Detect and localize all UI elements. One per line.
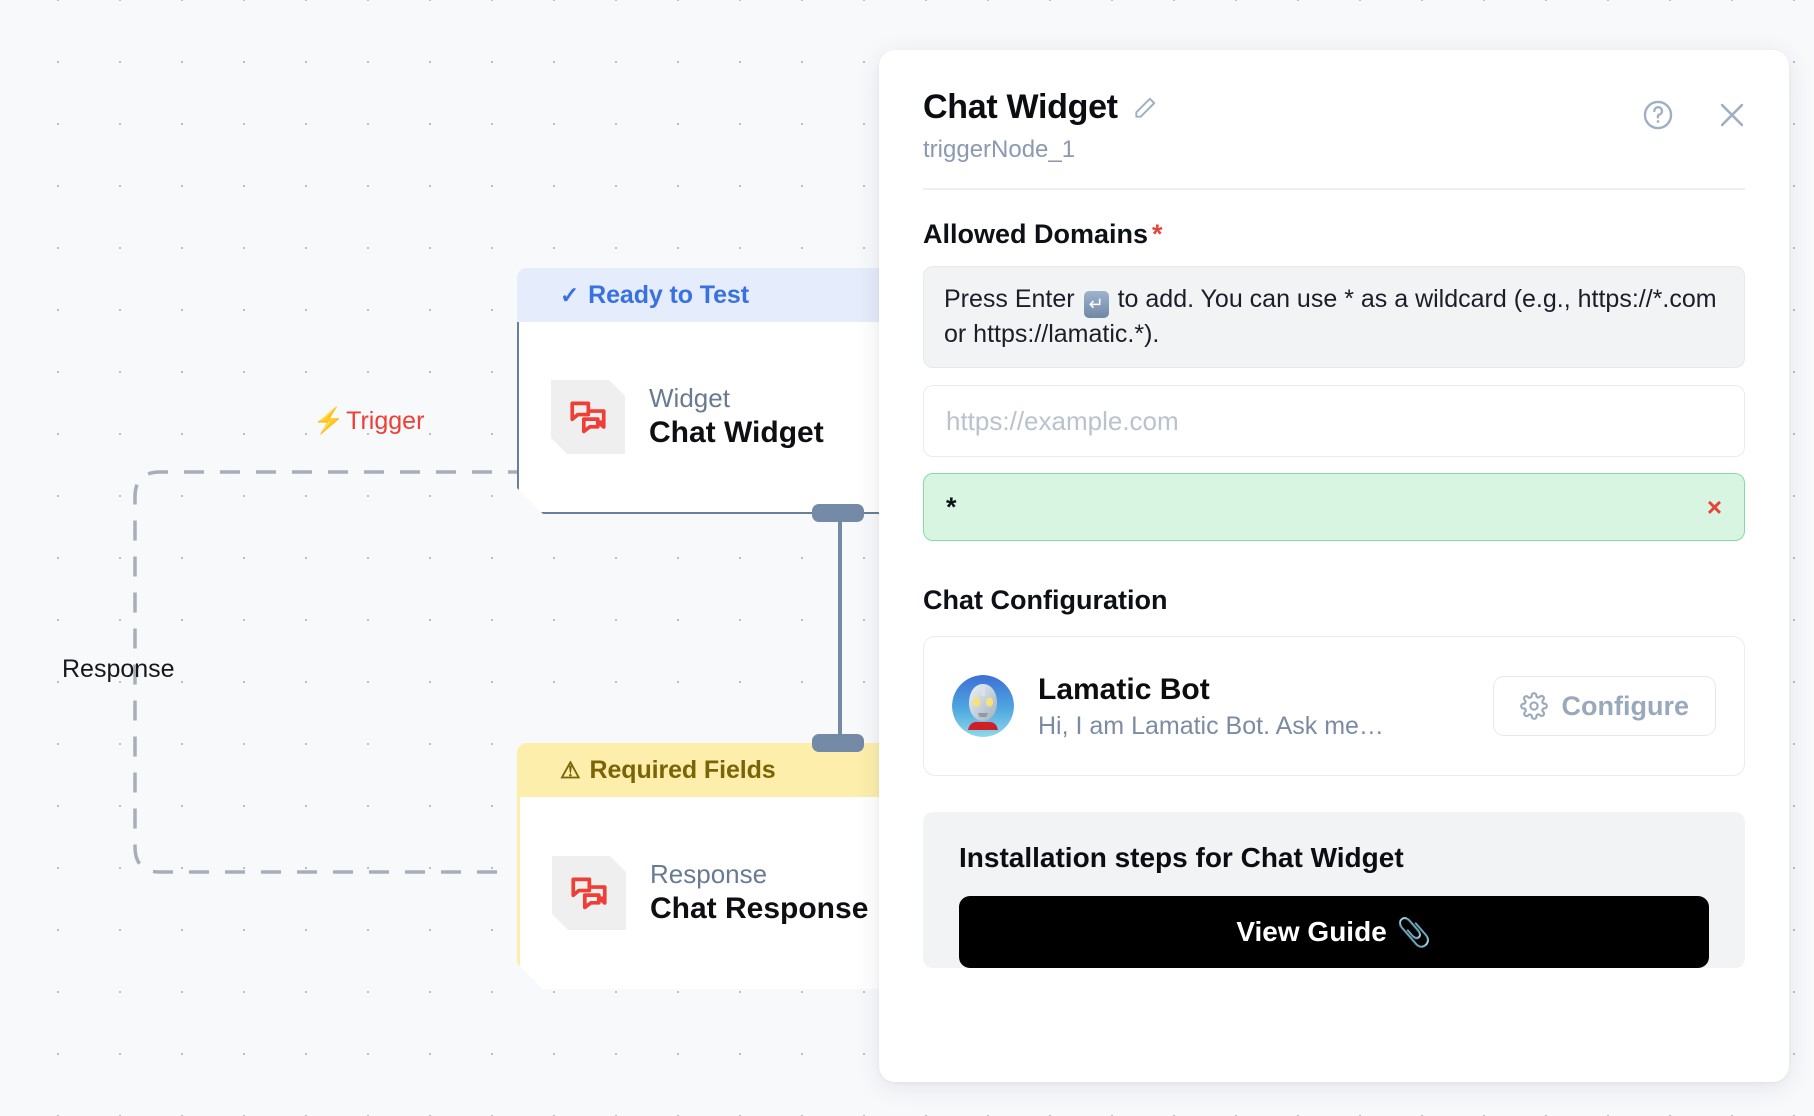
- installation-title: Installation steps for Chat Widget: [959, 842, 1404, 873]
- warning-triangle-icon: ⚠: [560, 756, 581, 783]
- node-id-label: triggerNode_1: [923, 136, 1076, 163]
- gear-icon: [1519, 692, 1548, 720]
- bot-name: Lamatic Bot: [1038, 672, 1210, 706]
- node-status-label: Required Fields: [589, 755, 776, 784]
- tag-remove-button[interactable]: ×: [1706, 491, 1722, 522]
- page-title: Chat Widget: [923, 88, 1118, 126]
- panel-header: Chat Widget triggerNode_1: [879, 50, 1789, 164]
- question-circle-icon[interactable]: [1641, 98, 1675, 132]
- chat-bubbles-icon: [552, 856, 626, 930]
- panel-body: Allowed Domains* Press Enter ↵ to add. Y…: [879, 219, 1789, 968]
- chat-bubbles-icon: [551, 380, 625, 454]
- check-icon: ✓: [560, 281, 580, 308]
- node-title: Chat Response: [650, 891, 869, 925]
- allowed-domains-label-text: Allowed Domains: [923, 219, 1149, 249]
- node-input-handle[interactable]: [812, 734, 864, 752]
- node-kind: Widget: [649, 382, 730, 413]
- view-guide-button[interactable]: View Guide 📎: [959, 896, 1709, 968]
- enter-key-icon: ↵: [1083, 291, 1109, 318]
- bot-card[interactable]: Lamatic Bot Hi, I am Lamatic Bot. Ask me…: [923, 636, 1745, 776]
- lightning-bolt-icon: ⚡: [313, 407, 345, 435]
- node-output-handle[interactable]: [812, 504, 864, 522]
- paperclip-icon: 📎: [1396, 916, 1432, 948]
- bot-description: Hi, I am Lamatic Bot. Ask me…: [1038, 711, 1384, 740]
- view-guide-label: View Guide: [1236, 916, 1387, 947]
- robot-avatar: [952, 675, 1014, 737]
- pencil-icon[interactable]: [1132, 95, 1158, 121]
- configure-button[interactable]: Configure: [1492, 676, 1716, 736]
- allowed-domain-tag[interactable]: * ×: [923, 473, 1745, 541]
- configure-button-label: Configure: [1561, 690, 1690, 721]
- edge-label-response: Response: [62, 655, 175, 683]
- header-divider: [923, 188, 1745, 190]
- node-status-label: Ready to Test: [588, 280, 749, 309]
- allowed-domain-input[interactable]: [923, 385, 1745, 457]
- allowed-domains-label: Allowed Domains*: [923, 219, 1745, 250]
- chat-configuration-label: Chat Configuration: [923, 585, 1168, 615]
- tag-value: *: [946, 491, 957, 522]
- hint-before-text: Press Enter: [944, 285, 1082, 313]
- close-icon[interactable]: [1715, 98, 1749, 132]
- installation-steps-box: Installation steps for Chat Widget View …: [923, 812, 1745, 968]
- node-details-panel[interactable]: Chat Widget triggerNode_1: [879, 50, 1789, 1082]
- node-connector: [838, 520, 842, 735]
- hint-after-text: to add. You can use * as a wildcard (e.g…: [944, 285, 1717, 348]
- node-title: Chat Widget: [649, 415, 824, 449]
- required-asterisk: *: [1152, 219, 1163, 249]
- node-kind: Response: [650, 858, 768, 889]
- allowed-domains-hint: Press Enter ↵ to add. You can use * as a…: [923, 266, 1745, 368]
- edge-label-text: Trigger: [346, 407, 425, 435]
- edge-label-trigger: ⚡ Trigger: [313, 407, 424, 436]
